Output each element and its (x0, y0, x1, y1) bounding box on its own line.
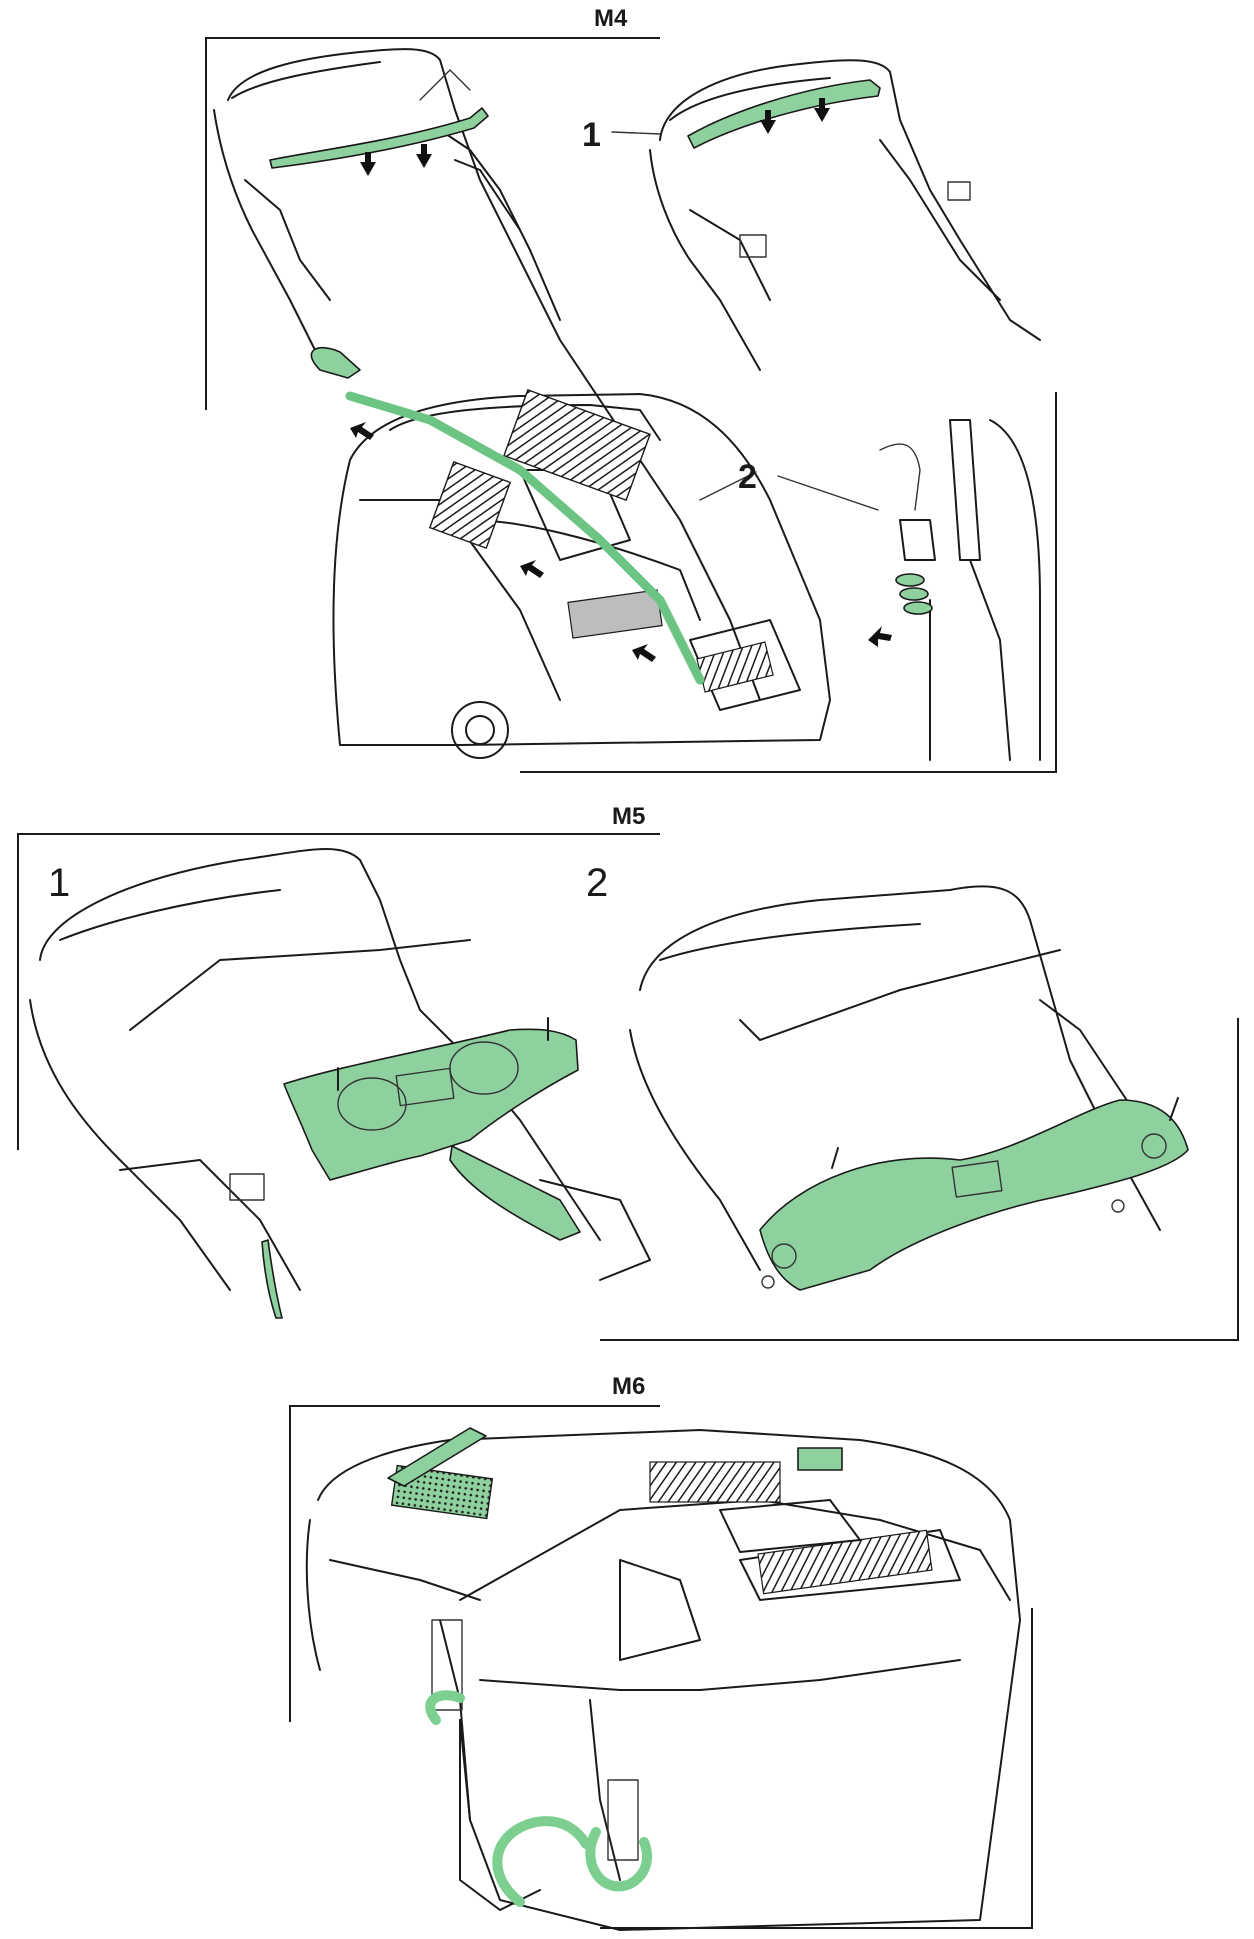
green-lever (310, 346, 361, 379)
screw-icon (831, 1147, 839, 1169)
section-m4: M4 1 (205, 5, 1057, 773)
frame-m5-top (17, 833, 660, 1150)
green-cable (261, 1239, 283, 1319)
cover-bolt-hole (771, 1243, 797, 1269)
frame-m4-top (205, 37, 660, 410)
cover-window (395, 1067, 455, 1107)
callout-2: 2 (738, 458, 757, 496)
handle-left-step1 (29, 848, 651, 1291)
green-cross-bar (269, 107, 489, 169)
nut-icon (1111, 1199, 1125, 1213)
rotate-arrow-icon (425, 1690, 465, 1725)
handle-main-view (213, 48, 761, 701)
green-cover-plate (283, 1028, 579, 1181)
green-handle-grip (687, 79, 881, 149)
mower-with-grassbag (305, 1429, 1021, 1931)
arrow-up-icon (760, 110, 776, 134)
step-label-1: 1 (48, 861, 70, 905)
green-cable (345, 391, 705, 685)
green-filler-flap (387, 1427, 487, 1487)
section-m5: M5 1 2 (17, 803, 1239, 1341)
green-indicator (797, 1447, 843, 1471)
handle-detail-view (649, 59, 1041, 371)
callout-1: 1 (582, 116, 601, 154)
frame-m6-top (289, 1405, 660, 1722)
green-lever (449, 1145, 581, 1241)
arrow-icon (350, 422, 374, 440)
arrow-icon (632, 644, 656, 662)
cable-clip-detail (879, 419, 1041, 761)
mower-body (332, 388, 831, 759)
section-title-m5: M5 (612, 803, 645, 830)
screw-icon (1169, 1097, 1179, 1121)
arrow-icon (868, 626, 892, 647)
arrow-icon (520, 560, 544, 578)
cover-boss (337, 1077, 407, 1131)
nut-icon (761, 1275, 775, 1289)
step-label-2: 2 (586, 861, 608, 905)
frame-m4-bottom (520, 392, 1057, 773)
callout-leader (777, 475, 879, 511)
section-title-m6: M6 (612, 1373, 645, 1400)
frame-m5-bottom (600, 1018, 1239, 1341)
rotate-arrow-icon (492, 1816, 591, 1907)
arrow-up-icon (814, 98, 830, 122)
section-title-m4: M4 (594, 5, 628, 32)
rotate-arrow-icon (585, 1827, 652, 1892)
callout-leader (611, 131, 661, 135)
arrow-up-icon (360, 152, 376, 176)
cover-bolt-hole (1141, 1133, 1167, 1159)
cover-window (951, 1160, 1003, 1198)
callout-leader (699, 471, 757, 501)
frame-m6-bottom (600, 1608, 1033, 1929)
handle-right-step2 (629, 885, 1161, 1271)
section-m6: M6 (289, 1373, 1033, 1931)
arrow-up-icon (416, 144, 432, 168)
